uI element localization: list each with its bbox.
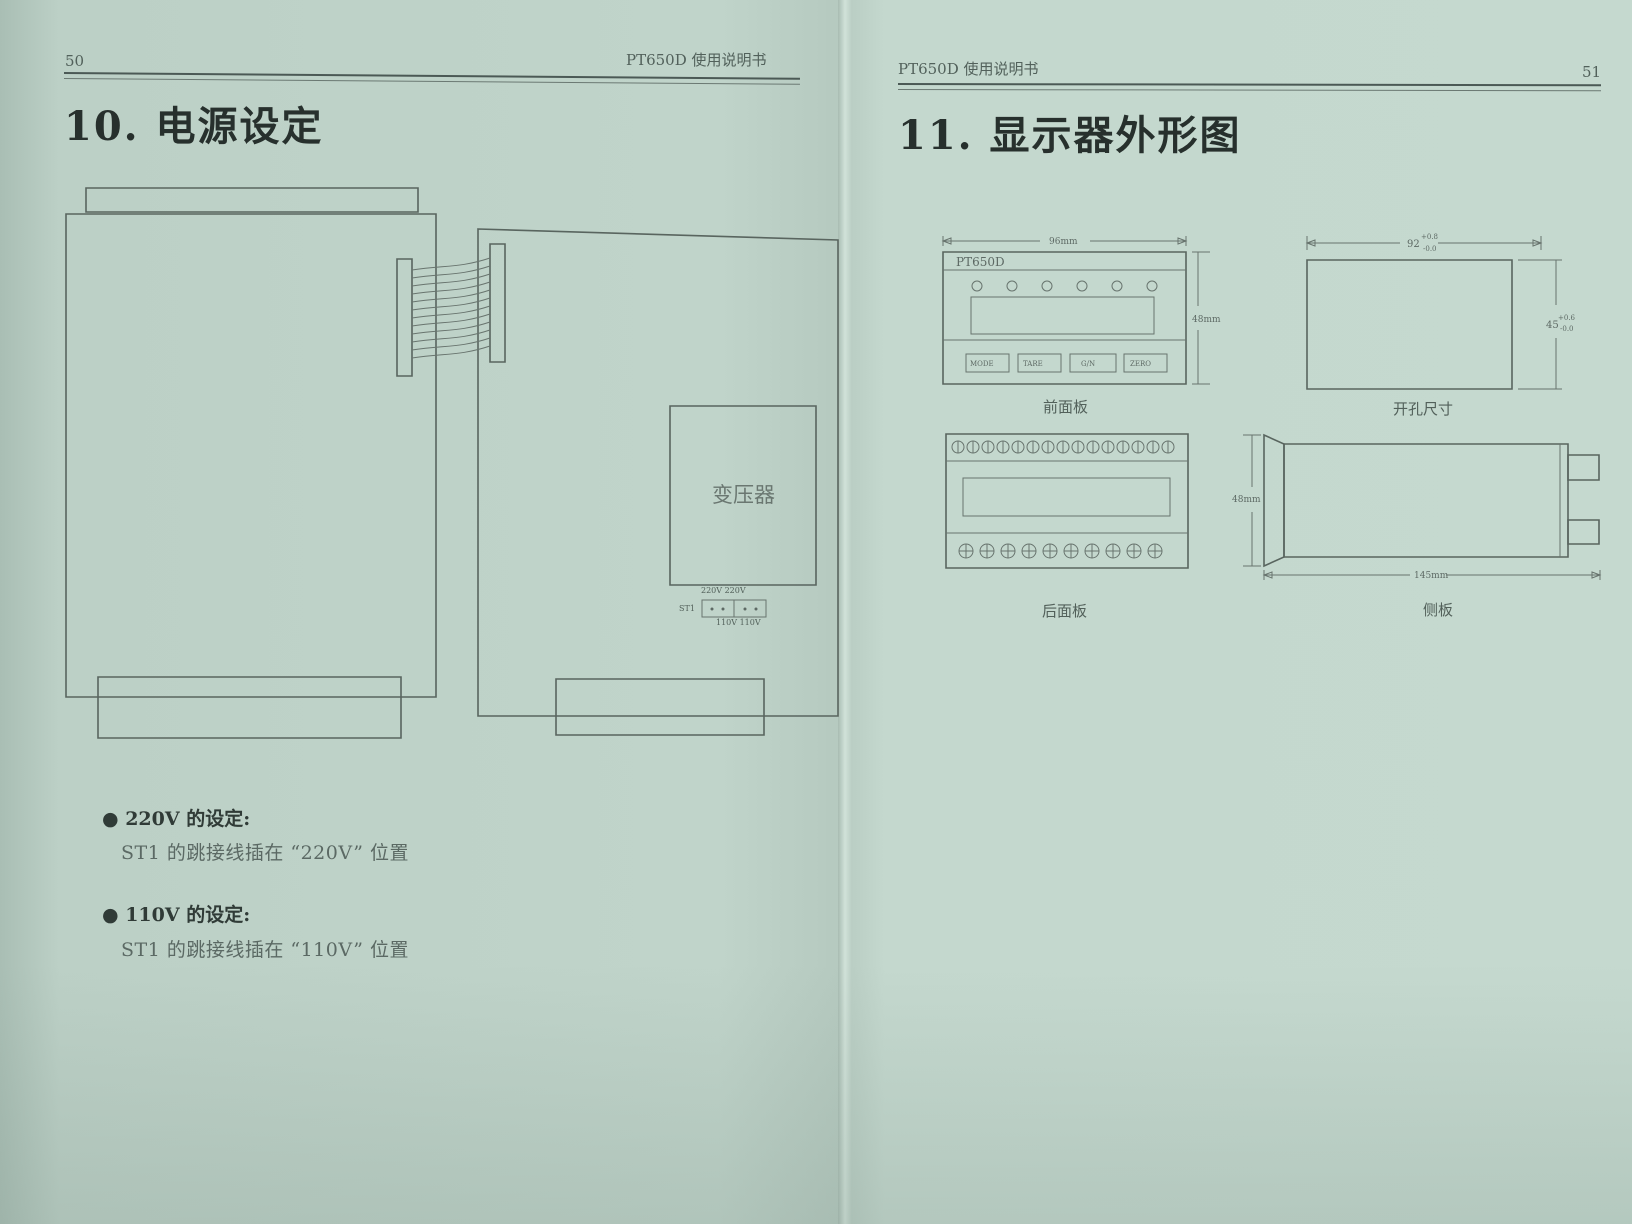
ribbon-cable <box>411 257 491 359</box>
right-page-number: 51 <box>1582 63 1602 81</box>
right-page <box>845 0 1632 1224</box>
setting-220-text: ST1 的跳接线插在 “220V” 位置 <box>121 842 410 864</box>
jumper-bottom-labels: 110V 110V <box>716 618 761 627</box>
setting-110-heading-text: 110V 的设定: <box>125 904 251 926</box>
rear-panel-caption: 后面板 <box>1042 602 1088 620</box>
setting-220-heading-text: 220V 的设定: <box>125 808 251 830</box>
front-width-dimension: 96mm <box>1049 237 1078 247</box>
page-shadow <box>0 964 1632 1224</box>
book-spine <box>838 0 852 1224</box>
setting-220-heading: ● 220V 的设定: <box>102 808 251 830</box>
cutout-drawing <box>1305 236 1562 390</box>
jumper-top-labels: 220V 220V <box>701 586 746 595</box>
setting-110-heading: ● 110V 的设定: <box>102 904 251 926</box>
front-button-mode: MODE <box>970 360 994 368</box>
left-page <box>0 0 845 1224</box>
side-length-dimension: 145mm <box>1414 571 1449 581</box>
front-height-dimension: 48mm <box>1192 315 1221 325</box>
front-button-gn: G/N <box>1081 360 1095 368</box>
right-running-header: PT650D 使用说明书 <box>898 60 1039 78</box>
side-panel-drawing <box>1243 433 1602 580</box>
cutout-width-dimension: 92 <box>1407 239 1420 250</box>
left-running-header: PT650D 使用说明书 <box>626 51 767 69</box>
transformer-label: 变压器 <box>712 483 775 507</box>
rear-panel-drawing <box>945 433 1189 569</box>
side-panel-caption: 侧板 <box>1423 601 1454 619</box>
left-page-number: 50 <box>65 52 85 70</box>
cutout-width-tolerance-upper: +0.8 <box>1421 233 1438 241</box>
cutout-width-tolerance-lower: -0.0 <box>1423 245 1437 253</box>
front-panel-drawing <box>941 236 1210 385</box>
cutout-height-tolerance-lower: -0.0 <box>1560 325 1574 333</box>
front-button-zero: ZERO <box>1130 360 1151 368</box>
cutout-caption: 开孔尺寸 <box>1393 400 1454 418</box>
power-board-diagram <box>477 228 839 736</box>
display-outline-title: 11. 显示器外形图 <box>898 112 1242 159</box>
jumper-st1-label: ST1 <box>679 604 695 613</box>
power-setting-title: 10. 电源设定 <box>64 103 324 150</box>
cutout-height-tolerance-upper: +0.6 <box>1558 314 1576 322</box>
cutout-height-dimension: 45 <box>1546 320 1559 331</box>
rear-height-dimension: 48mm <box>1232 495 1261 505</box>
front-button-tare: TARE <box>1023 360 1043 368</box>
front-panel-caption: 前面板 <box>1043 398 1089 416</box>
setting-110-text: ST1 的跳接线插在 “110V” 位置 <box>121 939 410 961</box>
front-model-text: PT650D <box>956 255 1005 269</box>
main-board-diagram <box>65 187 437 739</box>
